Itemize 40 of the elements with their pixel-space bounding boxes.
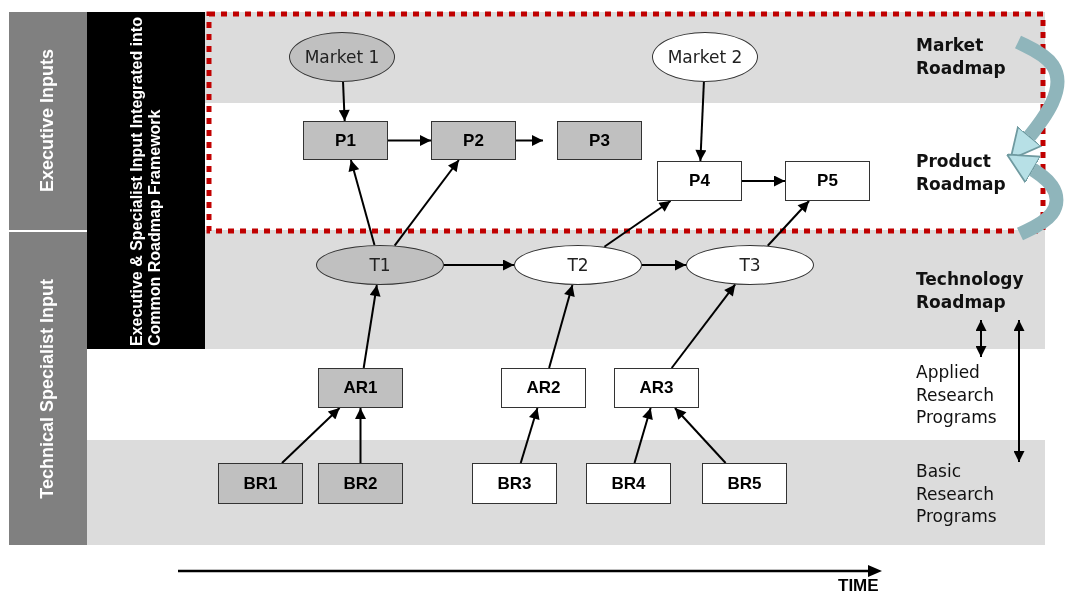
arrow [280, 407, 341, 464]
process-box: AR3 [614, 368, 699, 408]
arrow [348, 159, 376, 247]
arrow [1013, 319, 1025, 463]
side-band: Executive Inputs [9, 12, 87, 230]
arrow [515, 135, 544, 146]
arrow [362, 284, 381, 369]
arrow [641, 259, 687, 271]
process-box: BR3 [472, 463, 557, 504]
process-box: P3 [557, 121, 642, 160]
process-box: BR4 [586, 463, 671, 504]
arrow [741, 175, 786, 187]
process-box: P2 [431, 121, 516, 160]
process-box: AR1 [318, 368, 403, 408]
arrow [338, 81, 350, 122]
roadmap-label: Applied Research Programs [916, 356, 1016, 434]
roadmap-label: Market Roadmap [916, 30, 1016, 84]
arrow [443, 259, 515, 271]
arrow [673, 407, 727, 464]
process-box: P4 [657, 161, 742, 201]
process-box: P1 [303, 121, 388, 160]
axis-label: TIME [838, 576, 879, 596]
side-band: Technical Specialist Input [9, 232, 87, 545]
arrow [387, 135, 432, 146]
arrow [633, 407, 653, 464]
process-box: P5 [785, 161, 870, 201]
arrow [519, 407, 540, 464]
arrow [695, 81, 707, 162]
arrow [393, 159, 460, 247]
process-box: BR1 [218, 463, 303, 504]
process-box: BR2 [318, 463, 403, 504]
framework-panel: Executive & Specialist Input Integrated into Common Roadmap Framework [87, 12, 205, 349]
process-box: BR5 [702, 463, 787, 504]
arrow [670, 283, 737, 369]
arrow [355, 407, 366, 464]
roadmap-label: Product Roadmap [916, 146, 1016, 200]
roadmap-label: Basic Research Programs [916, 455, 1016, 533]
arrow [975, 319, 987, 358]
arrow [548, 283, 575, 369]
process-box: AR2 [501, 368, 586, 408]
